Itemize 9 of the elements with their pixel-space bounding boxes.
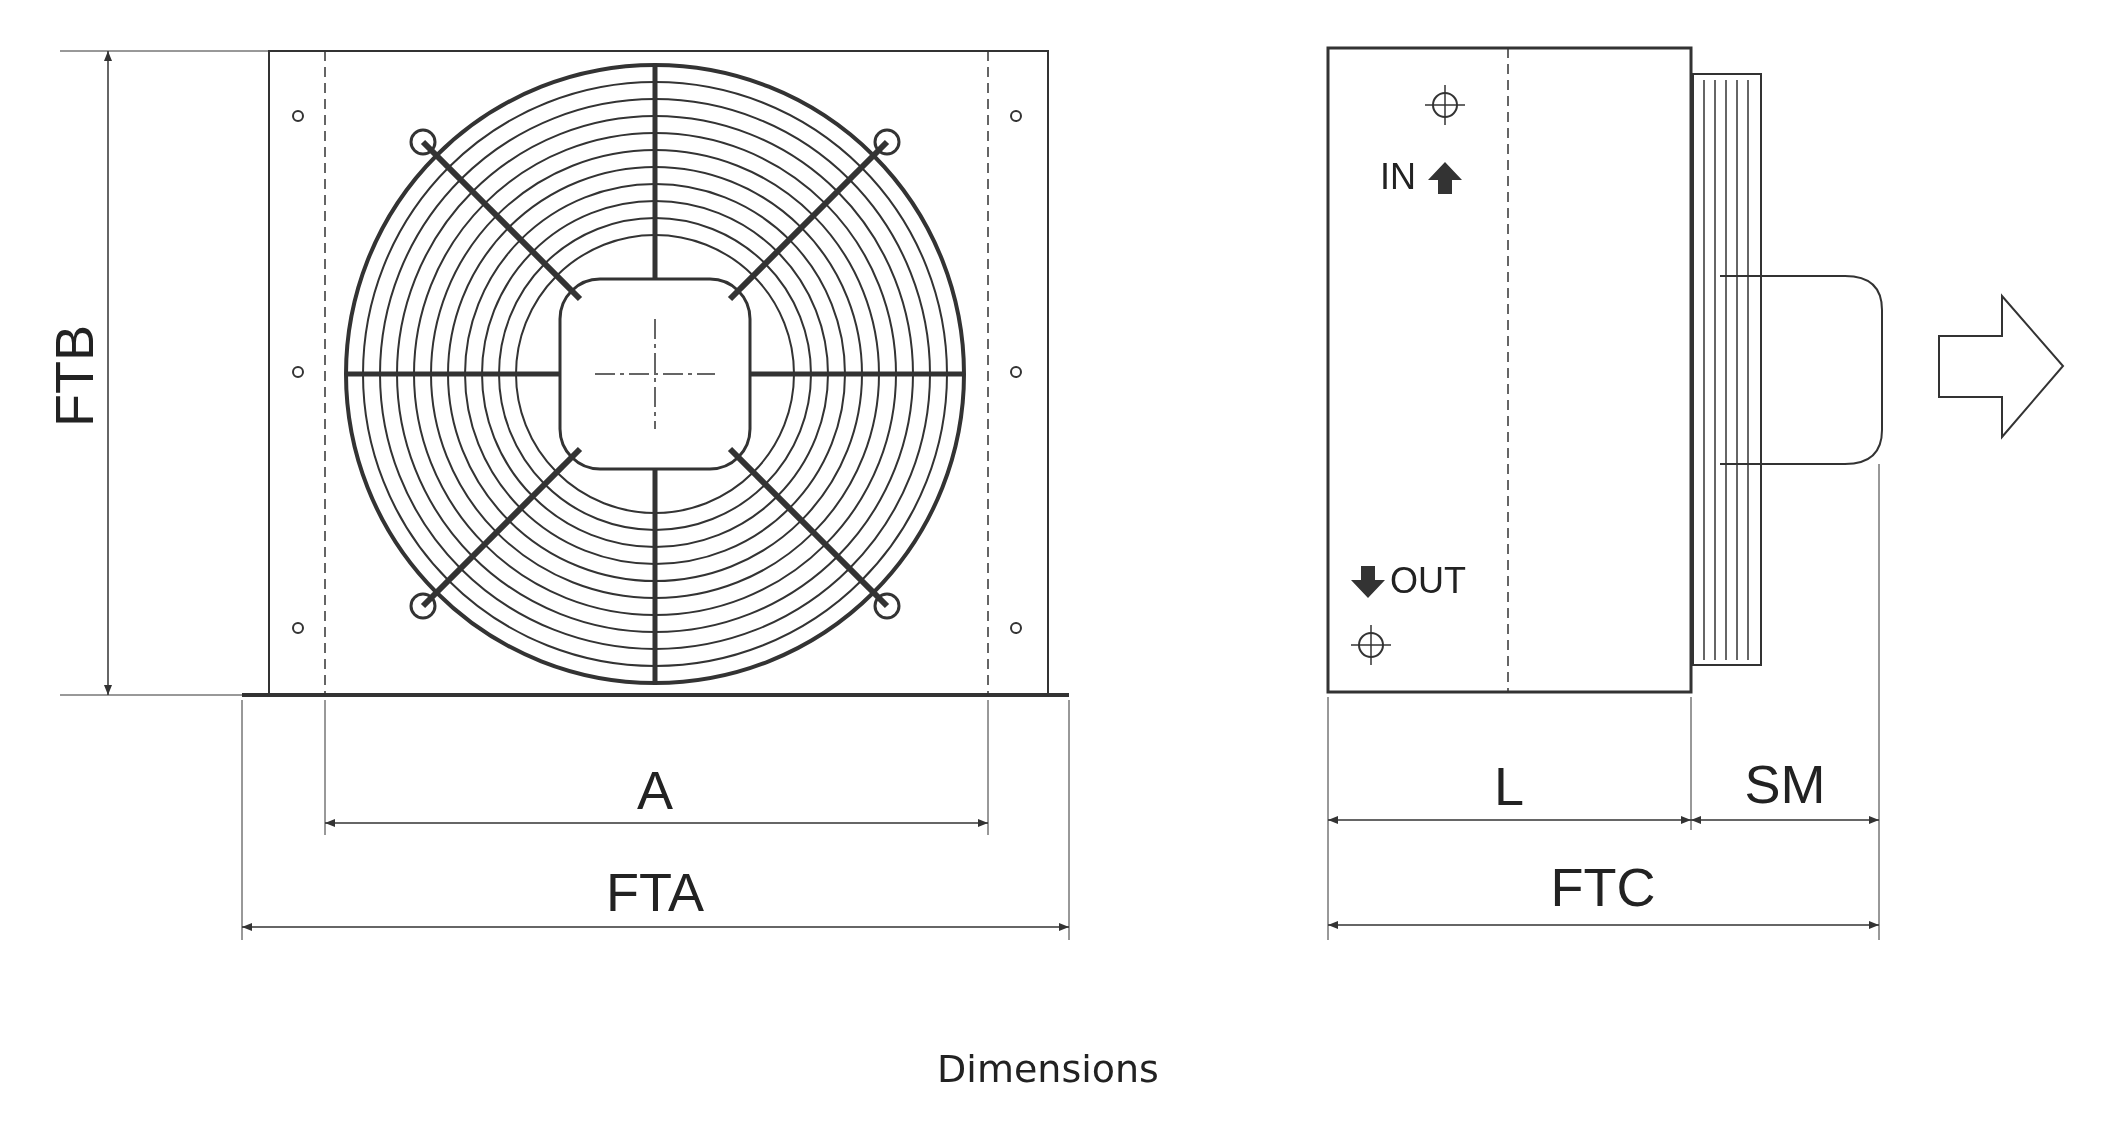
dimension-label: A <box>637 759 673 821</box>
port-label: OUT <box>1390 560 1466 602</box>
caption: Dimensions <box>937 1047 1159 1091</box>
dimension-label: FTA <box>606 861 704 923</box>
dimension-label: L <box>1494 755 1524 817</box>
port-label: IN <box>1380 156 1416 198</box>
dimension-label: FTB <box>43 325 105 427</box>
dimension-label: FTC <box>1550 856 1656 918</box>
dimension-label: SM <box>1744 753 1826 815</box>
